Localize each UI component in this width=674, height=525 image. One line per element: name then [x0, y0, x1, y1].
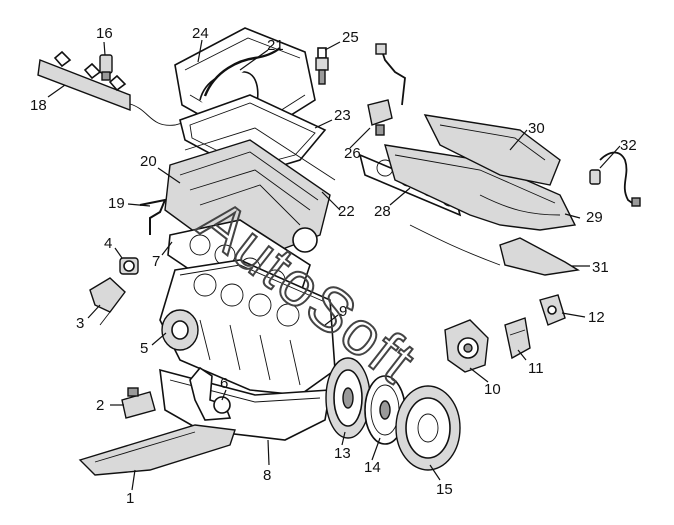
callout-26: 26: [344, 145, 361, 162]
callout-19: 19: [108, 195, 125, 212]
flywheel: [325, 357, 371, 439]
support-bracket: [539, 294, 566, 326]
callout-6: 6: [220, 375, 228, 392]
callout-9: 9: [339, 303, 347, 320]
mount-bracket: [121, 387, 156, 419]
callout-7: 7: [152, 253, 160, 270]
knock-sensor: [367, 99, 393, 136]
callout-1: 1: [126, 490, 134, 507]
callout-24: 24: [192, 25, 209, 42]
leader-lines: [47, 39, 621, 491]
callout-23: 23: [334, 107, 351, 124]
callout-20: 20: [140, 153, 157, 170]
subframe: [78, 424, 236, 476]
callout-11: 11: [528, 360, 544, 377]
callout-16: 16: [96, 25, 113, 42]
fuel-rail: [37, 50, 201, 126]
crank-pulley: [161, 309, 199, 351]
callout-28: 28: [374, 203, 391, 220]
callout-labels: 1 2 3 4 5 6 7 8 9 10 11 12 13 14 15 16 1…: [30, 25, 637, 507]
callout-10: 10: [484, 381, 501, 398]
callout-22: 22: [338, 203, 355, 220]
sensor-connector: [375, 43, 387, 55]
callout-4: 4: [104, 235, 112, 252]
engine-mount: [89, 277, 126, 326]
callout-2: 2: [96, 397, 104, 414]
pressure-plate: [395, 385, 461, 471]
heat-shield: [423, 114, 561, 186]
fuel-pressure-sensor: [99, 54, 113, 81]
alternator: [444, 319, 489, 373]
oil-dipstick: [189, 366, 232, 421]
mount-bushing: [119, 257, 139, 275]
ignition-lead: [139, 198, 167, 235]
callout-30: 30: [528, 120, 545, 137]
oxygen-sensor: [589, 151, 641, 207]
callout-29: 29: [586, 209, 603, 226]
callout-3: 3: [76, 315, 84, 332]
callout-31: 31: [592, 259, 609, 276]
head-cover-gasket: [184, 127, 336, 181]
callout-14: 14: [364, 459, 381, 476]
callout-8: 8: [263, 467, 271, 484]
alternator-bracket: [504, 317, 531, 360]
callout-5: 5: [140, 340, 148, 357]
lower-heat-shield: [409, 224, 580, 276]
callout-32: 32: [620, 137, 637, 154]
callout-18: 18: [30, 97, 47, 114]
callout-21: 21: [267, 37, 284, 54]
spark-plug: [315, 47, 329, 85]
callout-13: 13: [334, 445, 351, 462]
callout-15: 15: [436, 481, 453, 498]
sensor-lead: [379, 44, 406, 106]
callout-25: 25: [342, 29, 359, 46]
breather-hose: [203, 47, 281, 97]
callout-12: 12: [588, 309, 605, 326]
